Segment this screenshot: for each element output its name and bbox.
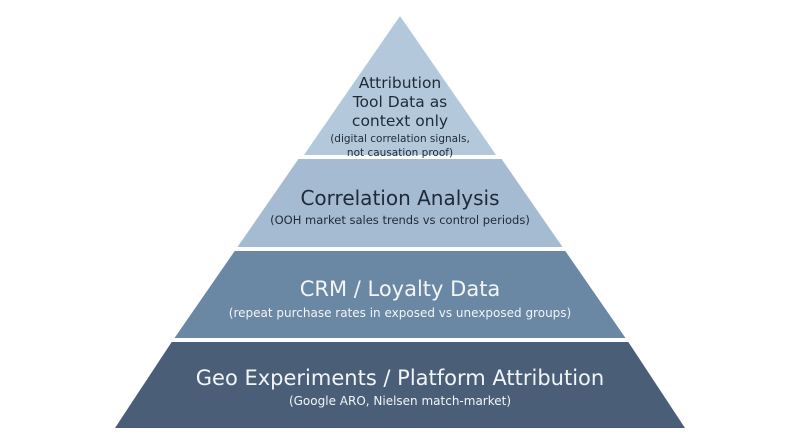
tier-base-title: Geo Experiments / Platform Attribution: [195, 366, 605, 390]
pyramid-tier-lower-middle: [174, 251, 626, 338]
pyramid-tier-base: [115, 342, 685, 428]
tier-top-subtitle-line-2: not causation proof): [346, 147, 454, 159]
tier-upper-middle-label: Correlation Analysis (OOH market sales t…: [0, 186, 800, 228]
tier-top-title-line-2: Tool Data as: [352, 93, 448, 111]
tier-top-title-line-3: context only: [351, 112, 449, 130]
tier-top-label: Attribution Tool Data as context only (d…: [0, 74, 800, 160]
tier-lower-middle-label: CRM / Loyalty Data (repeat purchase rate…: [0, 277, 800, 321]
tier-upper-middle-title: Correlation Analysis: [300, 186, 500, 210]
tier-upper-middle-subtitle: (OOH market sales trends vs control peri…: [270, 213, 530, 227]
tier-base-label: Geo Experiments / Platform Attribution (…: [0, 366, 800, 409]
tier-base-subtitle: (Google ARO, Nielsen match-market): [288, 394, 512, 408]
tier-top-title: Attribution Tool Data as context only: [0, 74, 800, 131]
tier-top-subtitle: (digital correlation signals, not causat…: [0, 132, 800, 160]
tier-lower-middle-subtitle: (repeat purchase rates in exposed vs une…: [228, 306, 572, 320]
pyramid-tier-top: [303, 16, 497, 155]
tier-top-title-line-1: Attribution: [358, 74, 442, 92]
pyramid-tier-upper-middle: [237, 159, 563, 247]
tier-top-subtitle-line-1: (digital correlation signals,: [330, 133, 470, 145]
tier-lower-middle-title: CRM / Loyalty Data: [299, 277, 501, 301]
